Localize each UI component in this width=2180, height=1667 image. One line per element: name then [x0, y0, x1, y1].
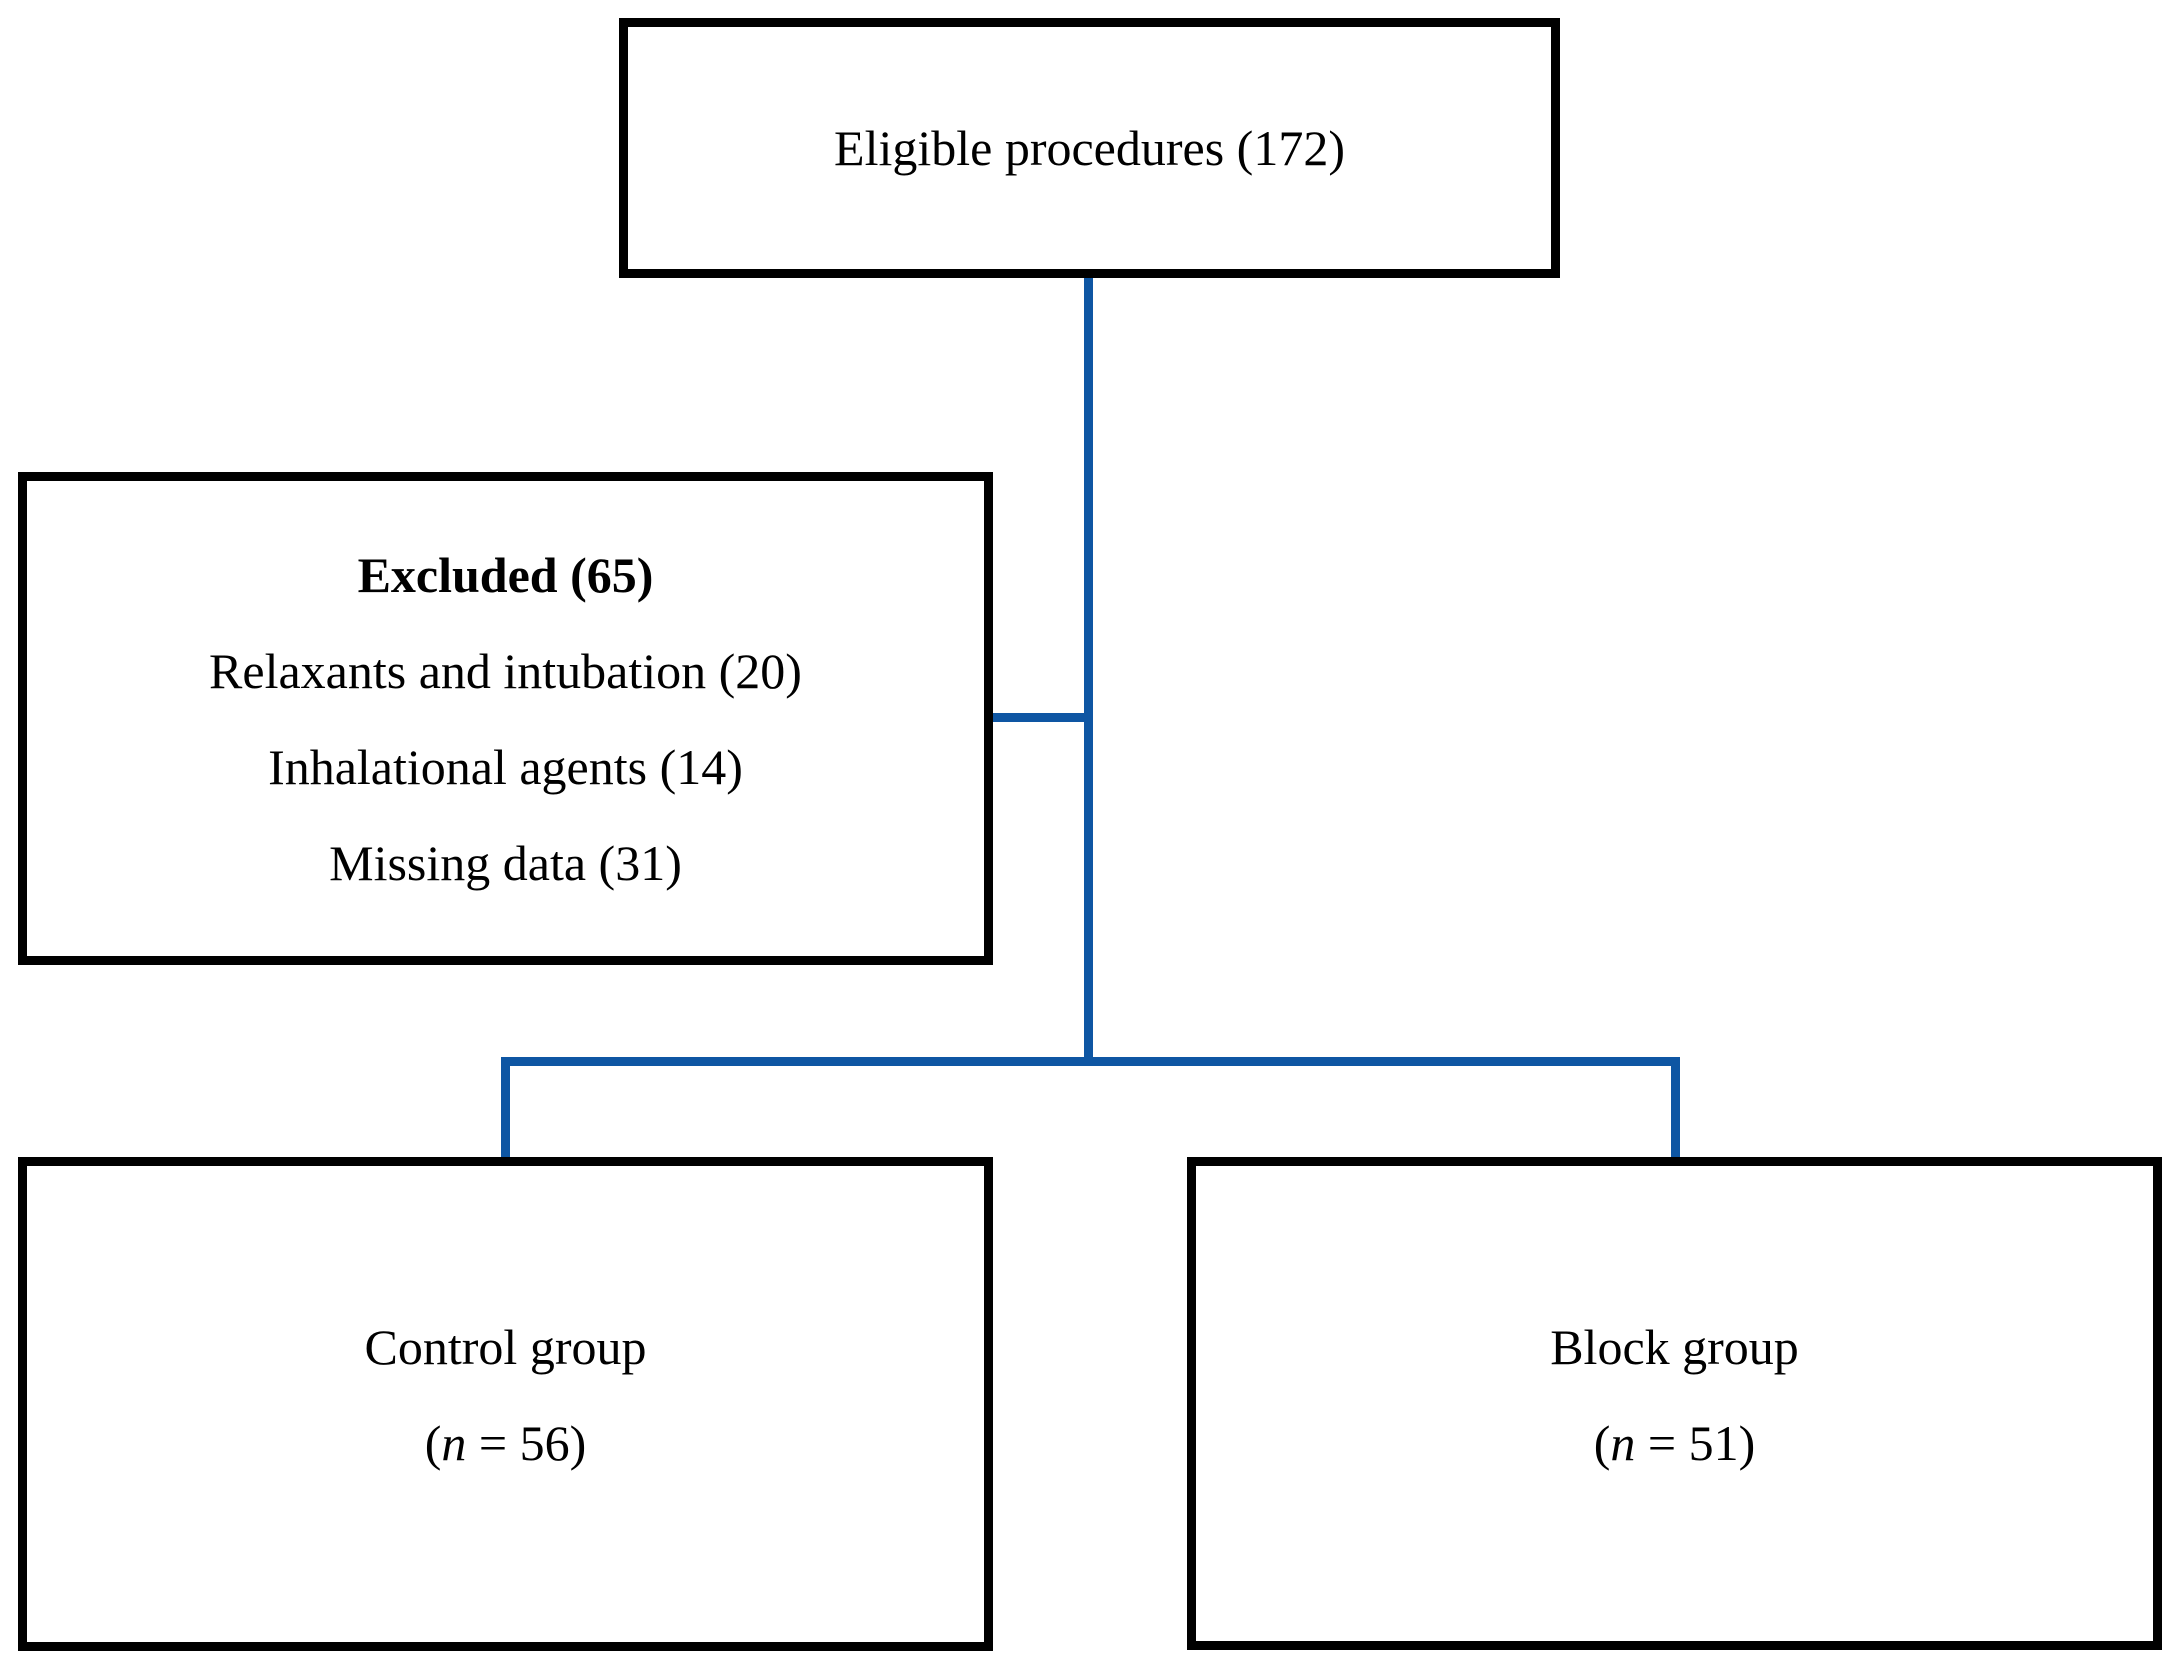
block-count-n-symbol: n	[1610, 1414, 1636, 1471]
excluded-item-relaxants: Relaxants and intubation (20)	[209, 642, 802, 699]
block-group-label: Block group	[1550, 1318, 1799, 1375]
block-group-count: (n = 51)	[1550, 1395, 1799, 1491]
control-group-box: Control group (n = 56)	[18, 1157, 993, 1651]
connector-block-drop	[1671, 1066, 1680, 1157]
excluded-content: Excluded (65) Relaxants and intubation (…	[209, 527, 802, 911]
control-count-open-paren: (	[424, 1415, 442, 1471]
control-count-value: = 56)	[466, 1415, 587, 1471]
eligible-procedures-content: Eligible procedures (172)	[834, 100, 1345, 196]
connector-top-to-distribution	[1084, 278, 1093, 1066]
connector-distribution-bar	[501, 1057, 1680, 1066]
eligible-procedures-box: Eligible procedures (172)	[619, 18, 1560, 278]
block-count-value: = 51)	[1635, 1414, 1756, 1471]
connector-excluded-branch	[993, 713, 1093, 722]
control-count-n-symbol: n	[441, 1415, 467, 1471]
connector-control-drop	[501, 1066, 510, 1157]
block-group-box: Block group (n = 51)	[1187, 1157, 2162, 1650]
eligible-procedures-label: Eligible procedures (172)	[834, 120, 1345, 176]
excluded-title: Excluded (65)	[357, 546, 654, 603]
excluded-item-missing-data: Missing data (31)	[329, 834, 682, 891]
control-group-label: Control group	[364, 1319, 647, 1375]
block-count-open-paren: (	[1593, 1414, 1611, 1471]
block-group-content: Block group (n = 51)	[1550, 1299, 1799, 1491]
control-group-count: (n = 56)	[365, 1395, 647, 1491]
control-group-content: Control group (n = 56)	[365, 1299, 647, 1491]
excluded-item-inhalational: Inhalational agents (14)	[268, 738, 743, 795]
excluded-box: Excluded (65) Relaxants and intubation (…	[18, 472, 993, 965]
